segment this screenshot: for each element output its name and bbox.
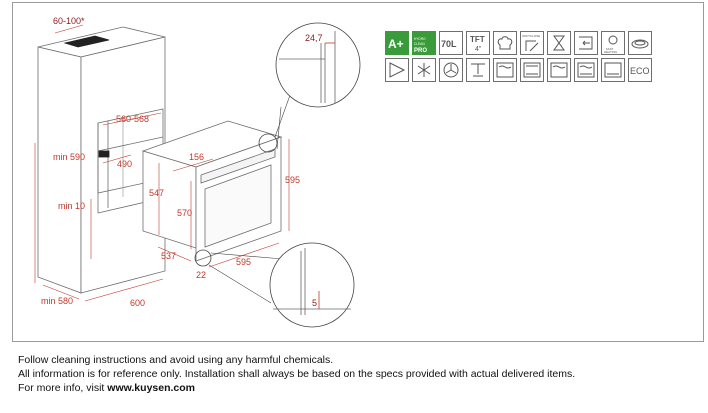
fast-heating-icon: FAST HEATING xyxy=(601,31,625,55)
eco-icon: ECO xyxy=(628,58,652,82)
capacity-icon: 70L xyxy=(439,31,463,55)
dim-oven-side: 156 xyxy=(189,152,204,162)
dim-oven-front-gap: 22 xyxy=(196,270,206,280)
installation-diagram: 60-100* 560-568 min 590 490 min 10 min 5… xyxy=(34,16,652,328)
dim-oven-depth-547: 547 xyxy=(149,188,164,198)
bottom-heat-icon xyxy=(520,58,544,82)
chef-hat-icon xyxy=(493,31,517,55)
dim-cabinet-depth-min: min 580 xyxy=(41,296,73,306)
fan-icon xyxy=(439,58,463,82)
svg-text:A+: A+ xyxy=(388,37,404,51)
svg-text:FAST: FAST xyxy=(606,47,614,51)
svg-text:ECO: ECO xyxy=(630,66,650,76)
footer-notes: Follow cleaning instructions and avoid u… xyxy=(18,353,698,395)
svg-text:TFT: TFT xyxy=(470,35,485,44)
top-heat-icon xyxy=(493,58,517,82)
dim-oven-height: 595 xyxy=(285,175,300,185)
oven xyxy=(141,120,283,262)
softclose-icon: SOFTCLOSE xyxy=(520,31,544,55)
website-link[interactable]: www.kuysen.com xyxy=(107,382,196,394)
hydroclean-pro-icon: HYDRO CLEAN PRO xyxy=(412,31,436,55)
footer-line-cleaning: Follow cleaning instructions and avoid u… xyxy=(18,354,334,366)
top-bottom-heat-icon xyxy=(547,58,571,82)
footer-line-disclaimer: All information is for reference only. I… xyxy=(18,368,576,380)
footer-line-more-info: For more info, visit www.kuysen.com xyxy=(18,381,698,395)
svg-text:SOFTCLOSE: SOFTCLOSE xyxy=(522,34,540,38)
dish-icon xyxy=(628,31,652,55)
detail-marker-bottom xyxy=(194,249,212,267)
dim-oven-height-570: 570 xyxy=(177,208,192,218)
svg-text:4": 4" xyxy=(475,46,482,53)
detail-view-top xyxy=(275,22,361,108)
svg-text:PRO: PRO xyxy=(414,48,427,54)
defrost-icon xyxy=(412,58,436,82)
diagram-panel: 60-100* 560-568 min 590 490 min 10 min 5… xyxy=(12,2,704,342)
detail-marker-top xyxy=(258,133,278,153)
timer-icon xyxy=(547,31,571,55)
dim-bottom-gap-min: min 10 xyxy=(58,201,85,211)
grill-icon xyxy=(466,58,490,82)
energy-class-icon: A+ xyxy=(385,31,409,55)
dim-niche-depth: 560-568 xyxy=(116,114,149,124)
bottom-only-icon xyxy=(601,58,625,82)
dim-vent-gap: 60-100* xyxy=(53,16,85,26)
cabinet xyxy=(37,26,166,294)
svg-text:70L: 70L xyxy=(441,39,457,49)
dim-oven-depth-537: 537 xyxy=(161,251,176,261)
detail-view-bottom xyxy=(269,242,355,328)
top-bottom-grill-icon xyxy=(574,58,598,82)
svg-text:HYDRO: HYDRO xyxy=(414,37,426,41)
svg-text:CLEAN: CLEAN xyxy=(414,42,425,46)
dim-detail-top: 24,7 xyxy=(305,33,323,43)
footer-more-info-prefix: For more info, visit xyxy=(18,382,108,394)
tft-display-icon: TFT 4" xyxy=(466,31,490,55)
svg-text:HEATING: HEATING xyxy=(604,50,618,54)
dimension-lines xyxy=(34,24,290,302)
telescopic-guides-icon xyxy=(574,31,598,55)
pizza-icon xyxy=(385,58,409,82)
feature-icons: A+ HYDRO CLEAN PRO 70L TFT 4" SOFTCLOSE xyxy=(385,31,652,82)
dim-oven-width: 595 xyxy=(236,257,251,267)
dim-detail-bottom: 5 xyxy=(312,298,317,308)
dim-niche-width: 490 xyxy=(117,159,132,169)
dim-niche-height-min: min 590 xyxy=(53,152,85,162)
dim-cabinet-width: 600 xyxy=(130,298,145,308)
